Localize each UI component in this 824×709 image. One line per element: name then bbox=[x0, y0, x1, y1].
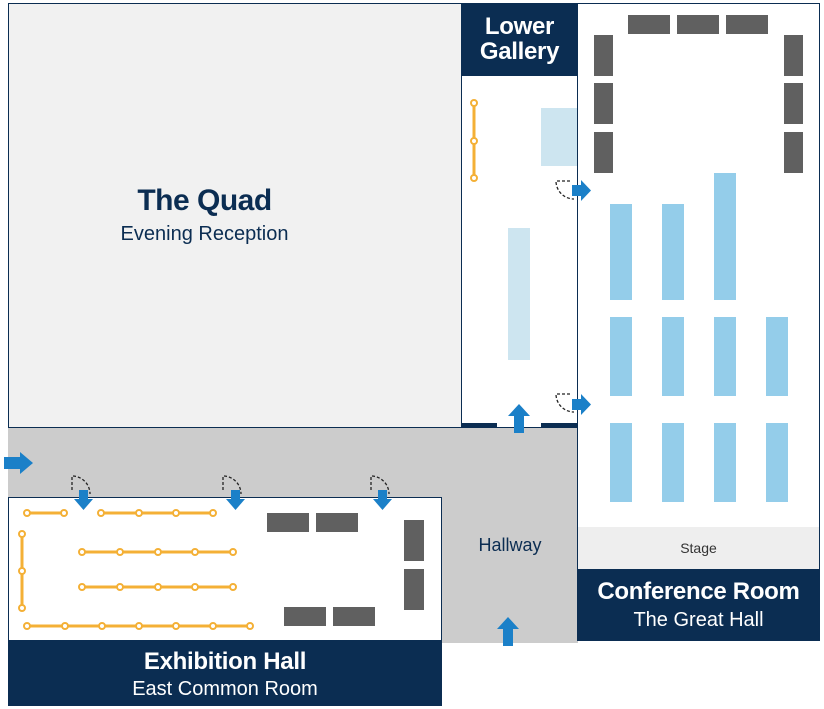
seating-row-icon bbox=[610, 173, 788, 502]
stanchion-rope-icon bbox=[18, 509, 254, 630]
exhibition-hall-room bbox=[8, 497, 442, 641]
gallery-display-1 bbox=[541, 108, 577, 166]
lower-gallery-name-line2: Gallery bbox=[479, 38, 560, 65]
conference-banner bbox=[577, 569, 820, 641]
stage-area bbox=[578, 527, 819, 569]
exhibition-banner bbox=[8, 641, 442, 706]
door-swing-icon bbox=[71, 180, 575, 495]
entry-arrow-icon bbox=[4, 180, 591, 646]
stage-label: Stage bbox=[680, 540, 717, 556]
table-icon bbox=[267, 513, 424, 626]
stanchion-rope-icon bbox=[470, 99, 478, 182]
gallery-wall-right bbox=[541, 423, 578, 428]
exhibition-hall-name: Exhibition Hall bbox=[143, 648, 307, 675]
gallery-display-2 bbox=[508, 228, 530, 360]
hallway-south-area bbox=[442, 497, 578, 643]
table-icon bbox=[594, 15, 803, 173]
quad-room bbox=[8, 3, 462, 428]
gallery-wall-left bbox=[461, 423, 497, 428]
conference-room-name: Conference Room bbox=[597, 578, 800, 605]
hallway-label: Hallway bbox=[478, 535, 542, 555]
quad-room-name: The Quad bbox=[137, 184, 272, 217]
lower-gallery-name-line1: Lower bbox=[484, 13, 555, 40]
conference-event-name: The Great Hall bbox=[633, 609, 764, 631]
exhibition-event-name: East Common Room bbox=[132, 678, 318, 700]
lower-gallery-banner bbox=[461, 3, 578, 76]
quad-event-name: Evening Reception bbox=[120, 223, 289, 245]
